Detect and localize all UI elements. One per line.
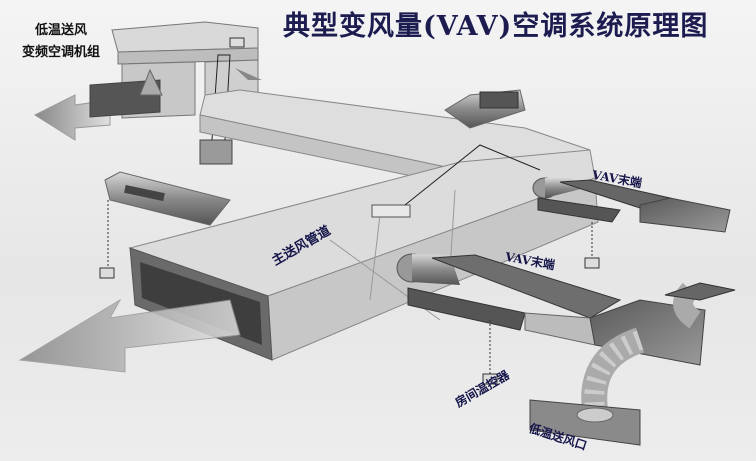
ahu-label-line1: 低温送风 (35, 23, 88, 38)
ahu-label: 低温送风 变频空调机组 (22, 20, 100, 64)
diagram-title: 典型变风量(VAV)空调系统原理图 (283, 11, 709, 42)
supply-air-arrow (18, 298, 241, 373)
vav-terminal-1 (532, 177, 731, 269)
air-handling-unit (89, 21, 262, 119)
vav-terminal-2 (396, 253, 706, 385)
control-panel (199, 139, 233, 165)
flex-duct-and-diffusers (529, 282, 736, 446)
branch-duct-left (99, 171, 231, 279)
ahu-label-line2: 变频空调机组 (22, 45, 101, 60)
